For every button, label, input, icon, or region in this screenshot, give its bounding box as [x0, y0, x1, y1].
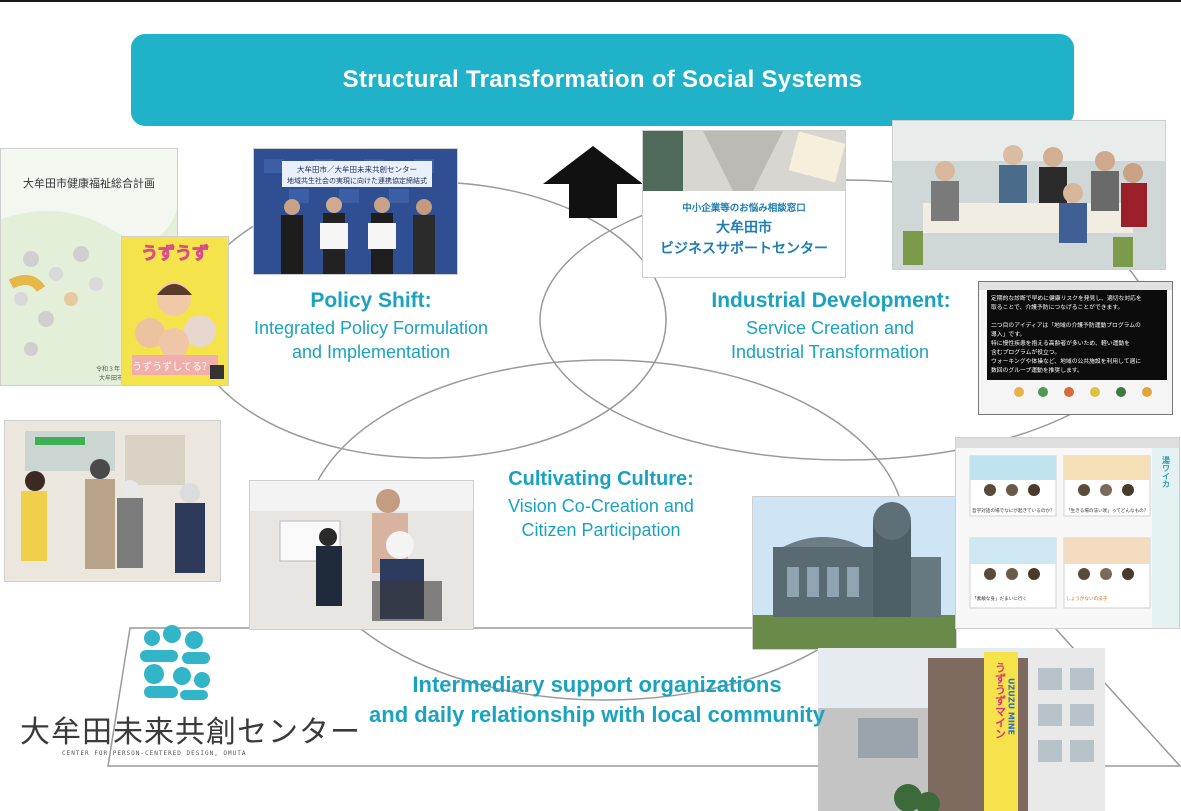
building-sign-jp: うずうずマイン: [994, 662, 1007, 739]
forum-q2: 「生きる場の法い吠」ってどんなもの？: [1066, 507, 1148, 514]
industrial-development-line-2: Industrial Transformation: [730, 342, 930, 362]
city-building-image: [752, 496, 957, 650]
logo-name-jp: 大牟田未来共創センター: [20, 715, 361, 750]
base-trapezoid: [107, 627, 1181, 767]
cultivating-culture-title: Cultivating Culture:: [508, 468, 694, 490]
banner-title: Structural Transformation of Social Syst…: [342, 66, 863, 93]
online-forum-screen-image: 湯ワイカ 哲学対話の場でなにが起きているのか？ 「生きる場の法い吠」ってどんなも…: [955, 437, 1180, 629]
cultivating-culture-line-2: Citizen Participation: [521, 520, 681, 540]
welfare-plan-city: 大牟田市: [99, 374, 123, 382]
uzuuzu-booklet-image: うずうず うずうずしてる？: [121, 236, 229, 386]
future-cocreation-logo-icon: [140, 625, 210, 700]
policy-shift-line-1: Integrated Policy Formulation: [253, 318, 489, 338]
welfare-plan-date: 令和３年２月: [96, 365, 132, 373]
signing-caption-1: 大牟田市／大牟田未来共創センター: [297, 164, 417, 174]
top-rule: [0, 0, 1181, 2]
support-center-line-3: ビジネスサポートセンター: [660, 240, 828, 257]
screen-text-lines: 定期的な診断で早めに健康リスクを発見し、適切な対応を 取ることで、介護予防につな…: [991, 294, 1142, 374]
store-visit-image: [4, 420, 221, 582]
screen-line-6: 含むプログラムが役立つ。: [991, 348, 1060, 356]
screen-line-7: ウォーキングや体操など、地域の公共施設を利用して週に: [991, 357, 1141, 365]
signing-ceremony-image: 大牟田市／大牟田未来共創センター 地域共生社会の実現に向けた連携協定締結式: [253, 148, 458, 275]
policy-shift-line-2: and Implementation: [291, 342, 451, 362]
screen-line-3: 二つ目のアイディアは「地域の介護予防運動プログラムの: [991, 321, 1141, 329]
building-sign-en: UZUZU MINE: [1007, 678, 1016, 735]
cultivating-culture-line-1: Vision Co-Creation and: [508, 496, 694, 516]
uzuuzu-booklet-title: うずうず: [141, 244, 209, 264]
screen-line-1: 取ることで、介護予防につなげることができます。: [991, 303, 1123, 311]
community-meeting-image: [892, 120, 1166, 270]
forum-label: 湯ワイカ: [1162, 455, 1171, 488]
welfare-plan-title: 大牟田市健康福祉総合計画: [23, 176, 155, 190]
screen-line-0: 定期的な診断で早めに健康リスクを発見し、適切な対応を: [991, 294, 1142, 302]
policy-shift-title: Policy Shift:: [310, 289, 432, 312]
support-center-line-2: 大牟田市: [716, 219, 772, 236]
forum-q1: 哲学対話の場でなにが起きているのか？: [972, 507, 1055, 514]
business-support-center-image: 中小企業等のお悩み相談窓口 大牟田市 ビジネスサポートセンター: [642, 130, 846, 278]
industrial-development-line-1: Service Creation and: [745, 318, 915, 338]
uzuuzu-booklet-subtitle: うずうずしてる？: [132, 361, 212, 373]
forum-q3: 「素敵な身」だまいに行く: [972, 595, 1027, 602]
support-center-line-1: 中小企業等のお悩み相談窓口: [682, 202, 806, 214]
screen-line-4: 導入」です。: [991, 330, 1025, 338]
banner: Structural Transformation of Social Syst…: [131, 34, 1074, 126]
intermediary-line-1: Intermediary support organizations: [412, 672, 782, 697]
up-arrow-icon: [543, 146, 643, 218]
uzuzu-mine-building-image: うずうずマイン UZUZU MINE: [818, 648, 1105, 811]
screen-line-5: 特に慢性疾患を抱える高齢者が多いため、軽い運動を: [991, 339, 1130, 347]
forum-q4: しょうがないの法子: [1066, 595, 1108, 602]
signing-caption-2: 地域共生社会の実現に向けた連携協定締結式: [287, 176, 427, 185]
screen-line-8: 数回のグループ運動を推奨します。: [991, 366, 1083, 374]
logo-name-en: CENTER FOR PERSON-CENTERED DESIGN, OMUTA: [62, 750, 247, 757]
online-session-screen-image: 定期的な診断で早めに健康リスクを発見し、適切な対応を 取ることで、介護予防につな…: [978, 281, 1173, 415]
industrial-development-title: Industrial Development:: [711, 289, 951, 312]
intermediary-line-2: and daily relationship with local commun…: [369, 702, 825, 727]
vr-experience-image: [249, 480, 474, 630]
